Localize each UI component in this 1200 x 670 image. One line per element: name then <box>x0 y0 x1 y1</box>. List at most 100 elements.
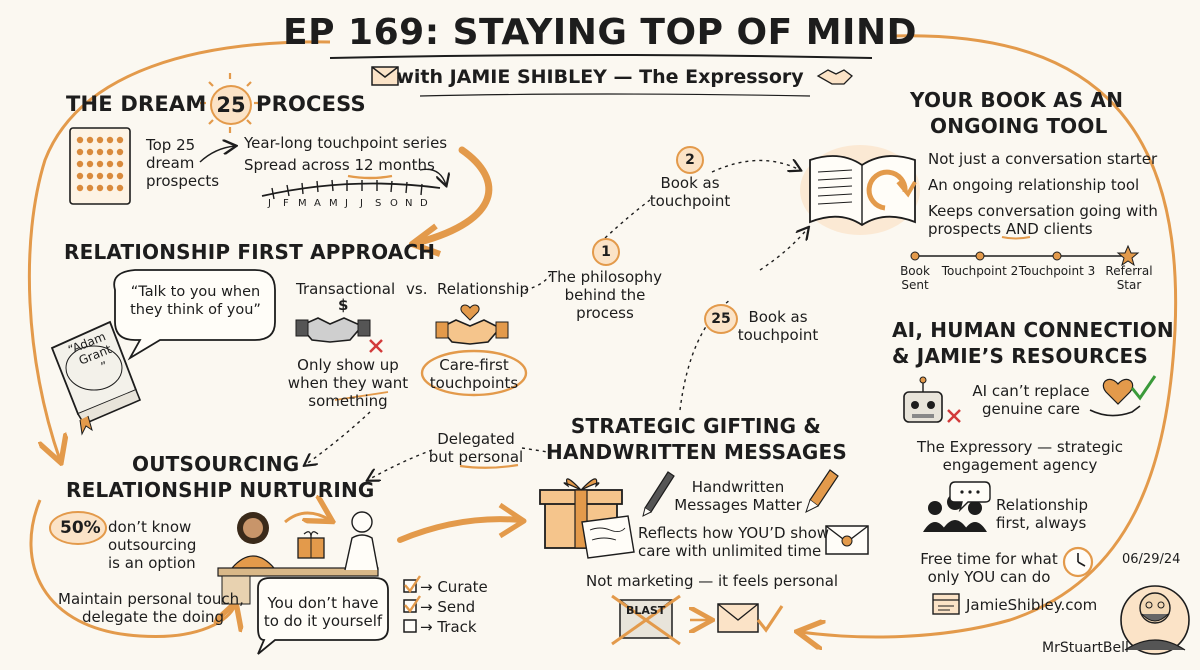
dollar-sign: $ <box>338 296 349 314</box>
care-first-line-1: Care-first <box>439 356 509 374</box>
book-tool-point-4: prospects AND clients <box>928 220 1093 238</box>
timeline-line: Referral <box>1105 264 1153 278</box>
reflects-line-1: Reflects how YOU’D show <box>638 524 830 542</box>
delegated-line-2: but personal <box>428 448 524 466</box>
handshake-icon <box>816 69 853 85</box>
website-link[interactable]: JamieShibley.com <box>966 596 1098 614</box>
book-tool-point-3: Keeps conversation going with <box>928 202 1158 220</box>
fountain-pen-icon <box>805 469 839 513</box>
checklist-send: → Send <box>420 598 476 616</box>
personal-check-icon <box>756 605 784 633</box>
star-icon <box>1116 244 1140 267</box>
checklist-track: → Track <box>420 618 477 636</box>
sun-icon <box>200 73 260 133</box>
sealed-envelope-icon <box>825 525 869 555</box>
quote-line-1: “Talk to you when <box>130 284 261 300</box>
expressory-line-1: The Expressory — strategic <box>916 438 1124 456</box>
envelope-icon <box>371 66 399 86</box>
robot-x-icon <box>947 409 961 423</box>
month-label: N <box>405 198 413 209</box>
step-2-line-2: touchpoint <box>649 192 731 210</box>
date-label: 06/29/24 <box>1122 552 1181 567</box>
stat-line-3: is an option <box>108 554 196 572</box>
handshake-transactional-icon <box>295 317 371 343</box>
book-tool-heading-line-2: ONGOING TOOL <box>930 114 1108 138</box>
relationship-label: Relationship <box>437 280 530 298</box>
outer-arrow-bottom-left <box>29 499 235 639</box>
quote-line-2: they think of you” <box>130 302 261 318</box>
only-show-line-2: when they want <box>287 374 409 392</box>
handshake-relationship-icon <box>435 319 509 345</box>
only-show-line-3: something <box>308 392 388 410</box>
prospects-line-3: prospects <box>146 172 220 190</box>
prospects-line-2: dream <box>146 154 195 172</box>
not-marketing: Not marketing — it feels personal <box>586 572 839 590</box>
robot-icon <box>903 376 943 423</box>
outsourcing-illustration <box>217 512 379 605</box>
x-icon <box>369 339 383 353</box>
step-25-line-2: touchpoint <box>737 326 819 344</box>
ai-heading-line-1: AI, HUMAN CONNECTION <box>892 318 1174 342</box>
outer-arrow-right <box>800 34 1178 637</box>
free-time-line-2: only YOU can do <box>927 568 1051 586</box>
series-line-1: Year-long touchpoint series <box>244 134 448 152</box>
bubble-line-2: to do it yourself <box>263 612 383 630</box>
dream-heading-right: PROCESS <box>256 92 366 116</box>
stat-percent: 50% <box>60 518 101 538</box>
gifting-heading-line-2: HANDWRITTEN MESSAGES <box>546 440 848 464</box>
handwritten-line-1: Handwritten <box>691 478 785 496</box>
expressory-line-2: engagement agency <box>942 456 1098 474</box>
open-book-icon <box>800 145 920 235</box>
pen-icon <box>642 471 675 517</box>
timeline-label-referral: Referral Star <box>1100 264 1158 293</box>
yourself-bubble <box>257 577 389 655</box>
personal-envelope-icon <box>717 603 759 633</box>
month-label: D <box>420 198 428 209</box>
prospects-line-1: Top 25 <box>146 136 196 154</box>
book-tool-point-2: An ongoing relationship tool <box>928 176 1140 194</box>
page-title: EP 169: STAYING TOP OF MIND <box>283 12 917 53</box>
gift-box-icon <box>539 478 623 549</box>
maintain-line-2: delegate the doing <box>82 608 225 626</box>
handwritten-line-2: Messages Matter <box>674 496 802 514</box>
vs-label: vs. <box>406 280 428 298</box>
handwritten-card-icon <box>581 515 635 559</box>
timeline-label-book: Book Sent <box>890 264 940 293</box>
gifting-heading-line-1: STRATEGIC GIFTING & <box>570 414 822 438</box>
outsourcing-heading-line-2: RELATIONSHIP NURTURING <box>66 478 375 502</box>
stat-line-2: outsourcing <box>108 536 197 554</box>
relationship-always-line-2: first, always <box>996 514 1087 532</box>
only-show-line-1: Only show up <box>297 356 399 374</box>
free-time-line-1: Free time for what <box>920 550 1058 568</box>
month-label: M <box>298 198 307 209</box>
ai-line-2: genuine care <box>982 400 1080 418</box>
prospects-grid-card <box>69 127 131 205</box>
checklist-curate: → Curate <box>420 578 488 596</box>
clock-icon <box>1062 546 1094 578</box>
bubble-line-1: You don’t have <box>267 594 379 612</box>
step-25-badge: 25 <box>704 304 738 334</box>
month-label: F <box>283 198 289 209</box>
month-label: J <box>360 198 363 209</box>
touchpoint-timeline <box>910 244 1140 267</box>
step-2-line-1: Book as <box>660 174 720 192</box>
heart-hand-icon <box>1089 378 1141 417</box>
ai-line-1: AI can’t replace <box>972 382 1090 400</box>
browser-icon <box>932 593 960 615</box>
series-line-2: Spread across 12 months <box>244 156 435 174</box>
chat-bubble-icon <box>949 481 991 513</box>
author-avatar <box>1120 585 1190 655</box>
outer-arrow-top <box>27 40 331 460</box>
book-tool-heading-line-1: YOUR BOOK AS AN <box>910 88 1124 112</box>
book-tool-point-1: Not just a conversation starter <box>928 150 1158 168</box>
month-label: S <box>375 198 382 209</box>
timeline-label-touchpoint-2: Touchpoint 2 <box>941 264 1019 278</box>
step-1-badge: 1 <box>592 238 620 266</box>
transactional-label: Transactional <box>296 280 396 298</box>
timeline-line: Book <box>900 264 930 278</box>
check-icon <box>1130 375 1157 401</box>
outsourcing-heading-line-1: OUTSOURCING <box>132 452 300 476</box>
heart-icon <box>460 304 480 321</box>
relationship-first-heading: RELATIONSHIP FIRST APPROACH <box>64 240 436 264</box>
blast-label: BLAST <box>626 604 666 617</box>
